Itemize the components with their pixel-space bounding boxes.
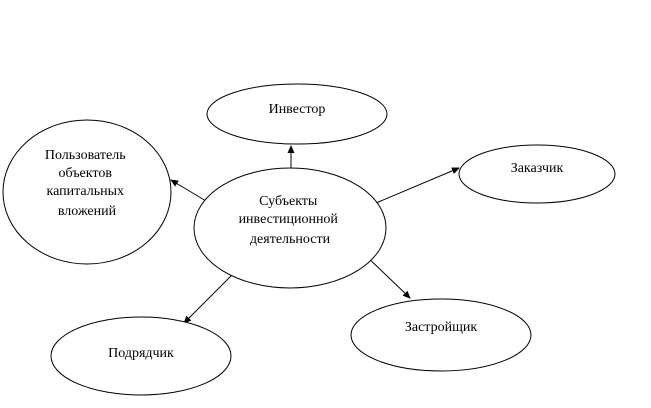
edge-center-to-user: [170, 179, 207, 202]
node-contractor-label: Подрядчик: [108, 346, 174, 361]
node-user: Пользователь объектов капитальных вложен…: [2, 119, 172, 265]
node-investor: Инвестор: [206, 83, 388, 145]
node-user-label: Пользователь объектов капитальных вложен…: [45, 148, 129, 219]
node-user-line-1: Пользователь: [45, 148, 126, 163]
node-user-line-3: капитальных: [47, 184, 125, 199]
node-developer-label: Застройщик: [405, 320, 477, 335]
node-investor-label: Инвестор: [269, 102, 326, 117]
node-contractor-line-1: Подрядчик: [108, 346, 174, 361]
node-center-label: Субъекты инвестиционной деятельности: [239, 194, 342, 247]
node-center-line-2: инвестиционной: [239, 212, 339, 227]
edge-center-to-customer: [375, 167, 460, 204]
node-customer: Заказчик: [458, 144, 616, 204]
node-customer-ellipse: [458, 144, 616, 204]
node-contractor-ellipse: [50, 316, 232, 396]
node-user-line-2: объектов: [59, 166, 113, 181]
node-developer-line-1: Застройщик: [405, 320, 477, 335]
node-center-ellipse: [193, 167, 387, 289]
node-customer-line-1: Заказчик: [511, 161, 564, 176]
edge-center-to-contractor: [183, 273, 234, 324]
node-center-line-3: деятельности: [250, 232, 331, 247]
node-user-ellipse: [2, 119, 172, 265]
node-contractor: Подрядчик: [50, 316, 232, 396]
node-developer: Застройщик: [350, 298, 532, 372]
node-center-line-1: Субъекты: [259, 194, 318, 209]
node-customer-label: Заказчик: [511, 161, 564, 176]
node-investor-line-1: Инвестор: [269, 102, 326, 117]
node-user-line-4: вложений: [58, 204, 117, 219]
node-investor-ellipse: [206, 83, 388, 145]
node-center: Субъекты инвестиционной деятельности: [193, 167, 387, 289]
node-developer-ellipse: [350, 298, 532, 372]
